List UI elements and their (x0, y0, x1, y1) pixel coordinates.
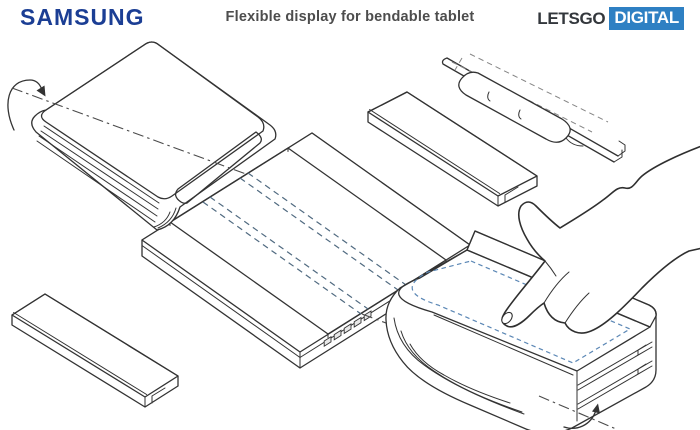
samsung-logo: SAMSUNG (20, 3, 145, 31)
bar-bottom-body (11, 293, 179, 408)
header: SAMSUNG Flexible display for bendable ta… (0, 0, 700, 40)
folded-right-stack-divisions (576, 341, 653, 422)
hand-outline (501, 145, 700, 334)
roller-sheet-exit (565, 137, 584, 147)
figure-bezel-bar-bottom (11, 293, 179, 408)
rotation-arrow-left-head (36, 85, 46, 97)
bar-bottom-details (13, 312, 179, 408)
folded-left-screen-sliver (174, 131, 262, 204)
page-title: Flexible display for bendable tablet (225, 9, 475, 25)
folded-left-spine-layers (36, 125, 160, 223)
rotation-arrow-left (7, 79, 43, 131)
roller-surface-ticks (487, 91, 522, 120)
digital-badge: DIGITAL (609, 7, 684, 30)
fingernail (501, 311, 513, 325)
fold-line-1b (239, 177, 399, 291)
fold-line-2a (209, 196, 369, 310)
letsgo-text: LETSGO (537, 8, 606, 28)
figure-hand (501, 145, 700, 334)
folded-left-top-face (40, 41, 265, 200)
rotation-arrow-right-head (592, 403, 600, 414)
roller-frame-end-notch (613, 140, 626, 163)
folded-right-front-lip (433, 314, 574, 376)
rotation-arrow-right (563, 409, 597, 429)
figure-display-roller (441, 53, 626, 163)
fold-axis-bottom-right (538, 395, 617, 430)
folded-left-wrap-curves (153, 207, 177, 229)
folded-right-screen-inset (411, 260, 632, 364)
figure-bezel-bar-top (367, 91, 538, 207)
roller-hidden-edge-3 (454, 57, 463, 71)
figure-folded-tablet-left (7, 41, 277, 231)
bar-top-details (369, 109, 538, 207)
connector-pads (323, 310, 372, 348)
roller-hidden-edge-1 (469, 53, 609, 123)
fold-axis-left (11, 87, 247, 175)
letsgo-digital-logo: LETSGO DIGITAL (537, 7, 684, 30)
hand-finger-creases (543, 260, 590, 324)
folded-right-bezel-strip (466, 230, 657, 328)
fold-line-1a (247, 172, 407, 286)
fold-line-2b (202, 201, 362, 315)
roller-capsule (458, 71, 571, 143)
folded-right-fold-curves (393, 317, 525, 415)
folded-right-screen (398, 249, 651, 372)
